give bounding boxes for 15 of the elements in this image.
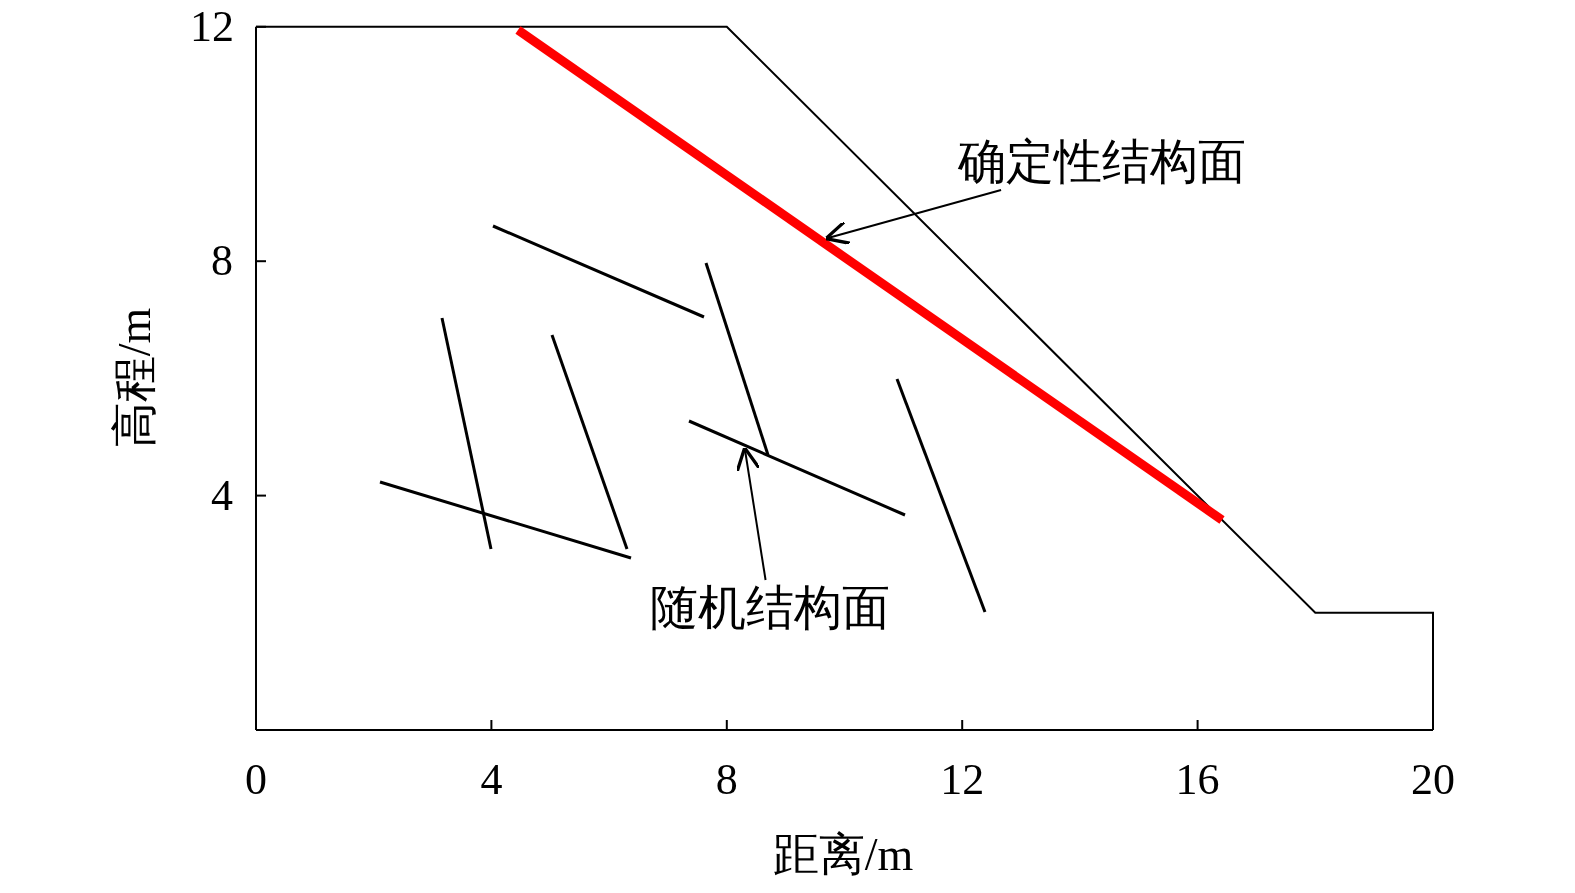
tick-label: 12 xyxy=(190,4,234,49)
tick-label: 8 xyxy=(715,758,738,802)
tick-label: 20 xyxy=(1411,758,1455,802)
leader-arrow xyxy=(824,189,1003,245)
axis-title: 距离/m xyxy=(772,832,914,878)
tick-label: 4 xyxy=(480,758,503,802)
axis-title: 高程/m xyxy=(112,307,158,449)
annotation-text: 随机结构面 xyxy=(650,584,890,632)
tick-label: 4 xyxy=(211,473,233,518)
tick-label: 0 xyxy=(245,758,267,802)
annotation-text: 确定性结构面 xyxy=(958,138,1246,186)
tick-label: 16 xyxy=(1175,758,1220,802)
tick-label: 12 xyxy=(940,758,985,802)
tick-label: 8 xyxy=(211,239,233,284)
leader-arrow xyxy=(735,446,767,581)
